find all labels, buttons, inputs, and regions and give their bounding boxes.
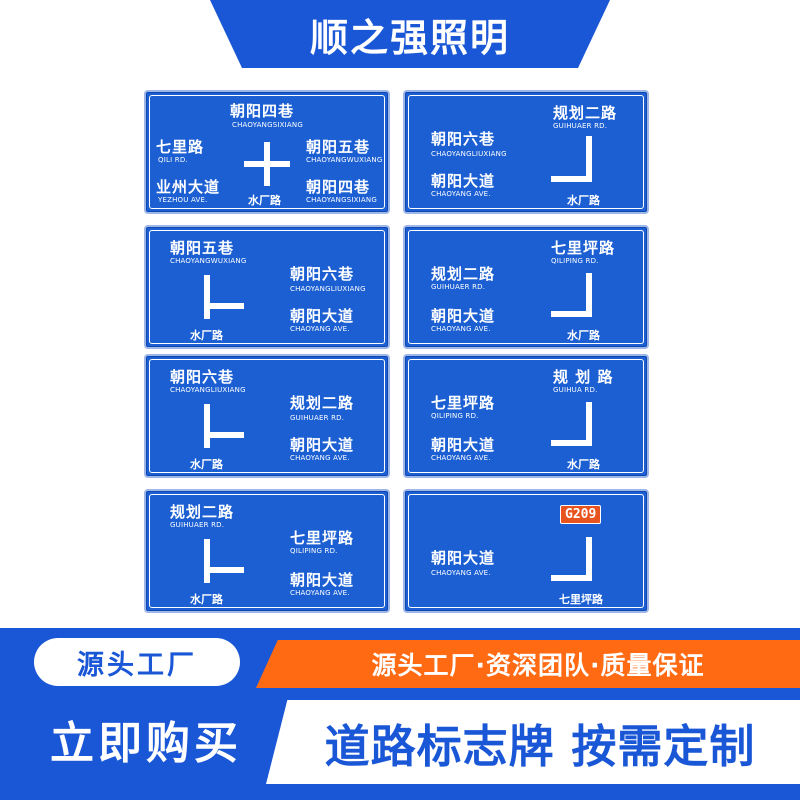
sign-label: 规 划 路 [553,368,614,386]
sign-label-en: CHAOYANGSIXIANG [232,121,303,129]
sign-label: 规划二路 [553,104,618,122]
road-graphic [204,539,210,583]
sign-label-en: CHAOYANGWUXIANG [170,257,247,265]
road-graphic [551,176,592,182]
sign-label-en: QILIPING RD. [290,547,338,555]
buy-now-label: 立即购买 [50,718,242,769]
road-sign-7: 规划二路 GUIHUAER RD. 七里坪路 QILIPING RD. 朝阳大道… [144,489,390,613]
sign-label-en: CHAOYANGLIUXIANG [170,386,246,394]
sign-label: 朝阳大道 [431,307,496,325]
sign-label-en: CHAOYANG AVE. [431,325,491,333]
road-graphic [204,404,210,448]
sign-label: 朝阳大道 [290,571,355,589]
sign-label: 水厂路 [248,194,281,207]
sign-label: 规划二路 [290,394,355,412]
road-sign-5: 朝阳六巷 CHAOYANGLIUXIANG 规划二路 GUIHUAER RD. … [144,354,390,478]
factory-label: 源头工厂 [77,649,197,681]
sign-label-en: QILIPING RD. [431,412,479,420]
road-sign-1: 朝阳四巷 CHAOYANGSIXIANG 七里路 QILI RD. 业州大道 Y… [144,90,390,214]
road-sign-6: 规 划 路 GUIHUA RD. 七里坪路 QILIPING RD. 朝阳大道 … [403,354,649,478]
road-sign-8: G209 朝阳大道 CHAOYANG AVE. 七里坪路 [403,489,649,613]
sign-label: 朝阳六巷 [170,368,235,386]
road-graphic [586,402,592,446]
sign-label: 朝阳四巷 [230,102,295,120]
sign-label: 水厂路 [190,458,223,471]
buy-now-button[interactable]: 立即购买 [28,704,264,774]
sign-label: 朝阳大道 [431,549,496,567]
features-text: 源头工厂·资深团队·质量保证 [371,651,705,680]
sign-label: 朝阳六巷 [290,265,355,283]
sign-label: 朝阳大道 [431,436,496,454]
brand-banner: 顺之强照明 [210,0,610,68]
slogan-banner: 道路标志牌 按需定制 [266,700,800,784]
sign-label: 水厂路 [190,329,223,342]
sign-label-en: GUIHUAER RD. [553,122,608,130]
sign-label-en: CHAOYANGLIUXIANG [290,285,366,293]
road-graphic [204,303,244,309]
factory-tag: 源头工厂 [34,638,240,686]
sign-label-en: GUIHUAER RD. [431,283,486,291]
sign-label: 七里坪路 [559,593,603,606]
sign-label: 水厂路 [567,329,600,342]
road-graphic [586,537,592,581]
sign-label: 业州大道 [156,178,221,196]
road-graphic [204,275,210,319]
sign-label: 朝阳大道 [431,172,496,190]
sign-label-en: GUIHUA RD. [553,386,598,394]
sign-label-en: GUIHUAER RD. [290,414,345,422]
road-graphic [204,567,244,573]
road-sign-3: 朝阳五巷 CHAOYANGWUXIANG 朝阳六巷 CHAOYANGLIUXIA… [144,225,390,349]
features-strip: 源头工厂·资深团队·质量保证 [256,640,800,688]
road-graphic [586,273,592,317]
sign-label: 规划二路 [431,265,496,283]
sign-label-en: CHAOYANG AVE. [431,190,491,198]
sign-label: 七里坪路 [290,529,355,547]
sign-label: 朝阳六巷 [431,130,496,148]
sign-label: 水厂路 [190,593,223,606]
road-graphic [244,161,290,167]
road-graphic [551,440,592,446]
sign-label-en: QILI RD. [158,156,188,164]
sign-label: 朝阳五巷 [306,138,371,156]
road-graphic [551,575,592,581]
road-graphic [204,432,244,438]
slogan-text: 道路标志牌 按需定制 [324,719,756,773]
road-graphic [586,136,592,182]
road-sign-4: 七里坪路 QILIPING RD. 规划二路 GUIHUAER RD. 朝阳大道… [403,225,649,349]
road-graphic [551,311,592,317]
sign-label: 朝阳四巷 [306,178,371,196]
sign-label: 七里坪路 [431,394,496,412]
route-badge: G209 [560,505,602,524]
sign-label: 规划二路 [170,503,235,521]
sign-label-en: GUIHUAER RD. [170,521,225,529]
sign-label-en: CHAOYANG AVE. [290,325,350,333]
sign-label-en: CHAOYANGWUXIANG [306,156,383,164]
sign-label-en: CHAOYANG AVE. [431,454,491,462]
sign-label-en: CHAOYANGLIUXIANG [431,150,507,158]
sign-label: 水厂路 [567,458,600,471]
sign-label: 七里坪路 [551,239,616,257]
sign-label-en: CHAOYANG AVE. [290,454,350,462]
sign-label-en: CHAOYANG AVE. [431,569,491,577]
sign-label: 朝阳大道 [290,436,355,454]
sign-label: 水厂路 [567,194,600,207]
sign-label: 七里路 [156,138,205,156]
road-sign-2: 规划二路 GUIHUAER RD. 朝阳六巷 CHAOYANGLIUXIANG … [403,90,649,214]
sign-label-en: QILIPING RD. [551,257,599,265]
brand-name: 顺之强照明 [309,15,510,60]
sign-label-en: CHAOYANG AVE. [290,589,350,597]
sign-label: 朝阳大道 [290,307,355,325]
sign-label-en: YEZHOU AVE. [158,196,208,204]
sign-label: 朝阳五巷 [170,239,235,257]
sign-label-en: CHAOYANGSIXIANG [306,196,377,204]
